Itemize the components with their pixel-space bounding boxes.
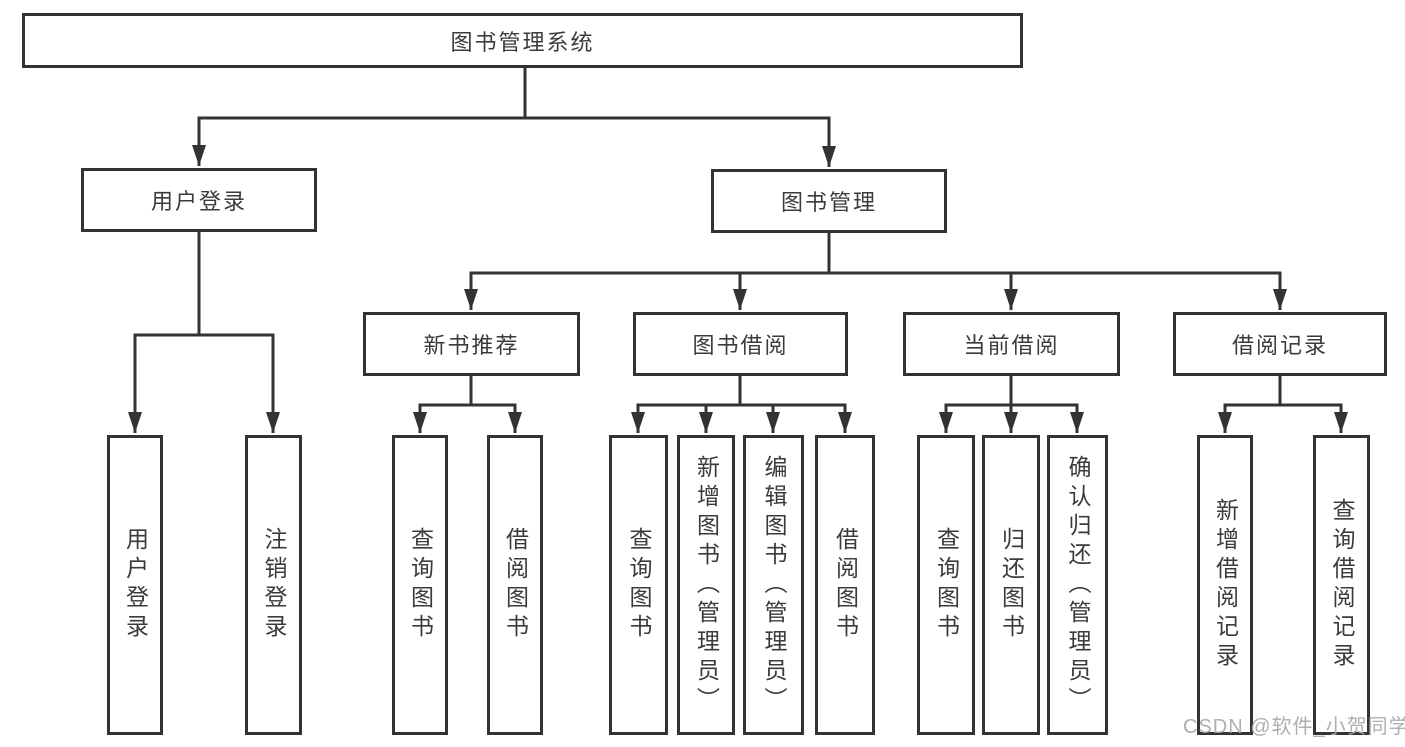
- leaf-borrow-add-books-admin: 新增图书（管理员）: [677, 435, 735, 735]
- leaf-label: 查询图书: [626, 527, 652, 643]
- leaf-borrow-edit-books-admin: 编辑图书（管理员）: [743, 435, 804, 735]
- leaf-newrec-borrow-books: 借阅图书: [487, 435, 543, 735]
- leaf-label: 新增图书（管理员）: [693, 454, 720, 716]
- leaf-current-confirm-return-admin: 确认归还（管理员）: [1047, 435, 1108, 735]
- leaf-logout: 注销登录: [245, 435, 302, 735]
- leaf-user-login: 用户登录: [107, 435, 163, 735]
- leaf-current-query-books: 查询图书: [917, 435, 975, 735]
- connector-arrows: [128, 118, 1348, 433]
- leaf-label: 查询图书: [933, 527, 960, 643]
- leaf-label: 用户登录: [122, 527, 149, 643]
- leaf-label: 归还图书: [998, 527, 1025, 643]
- leaf-records-query-borrow-record: 查询借阅记录: [1313, 435, 1370, 735]
- leaf-records-add-borrow-record: 新增借阅记录: [1197, 435, 1253, 735]
- connector-rails: [133, 64, 1343, 407]
- leaf-label: 查询图书: [407, 527, 434, 643]
- node-library-management-system: 图书管理系统: [22, 13, 1023, 68]
- leaf-borrow-borrow-books: 借阅图书: [815, 435, 875, 735]
- node-book-management: 图书管理: [711, 169, 947, 233]
- node-current-borrowing: 当前借阅: [903, 312, 1120, 376]
- watermark-text: CSDN @软件_小贺同学: [1183, 716, 1405, 738]
- node-new-book-recommendation: 新书推荐: [363, 312, 580, 376]
- leaf-borrow-query-books: 查询图书: [609, 435, 668, 735]
- leaf-label: 注销登录: [261, 527, 287, 643]
- leaf-label: 新增借阅记录: [1212, 498, 1239, 672]
- node-user-login: 用户登录: [81, 168, 317, 232]
- leaf-newrec-query-books: 查询图书: [392, 435, 448, 735]
- node-book-borrowing: 图书借阅: [633, 312, 848, 376]
- leaf-label: 编辑图书（管理员）: [761, 454, 787, 716]
- node-borrowing-records: 借阅记录: [1173, 312, 1387, 376]
- leaf-label: 确认归还（管理员）: [1065, 454, 1091, 716]
- leaf-label: 查询借阅记录: [1329, 498, 1355, 672]
- leaf-current-return-books: 归还图书: [982, 435, 1040, 735]
- leaf-label: 借阅图书: [502, 527, 529, 643]
- leaf-label: 借阅图书: [832, 527, 859, 643]
